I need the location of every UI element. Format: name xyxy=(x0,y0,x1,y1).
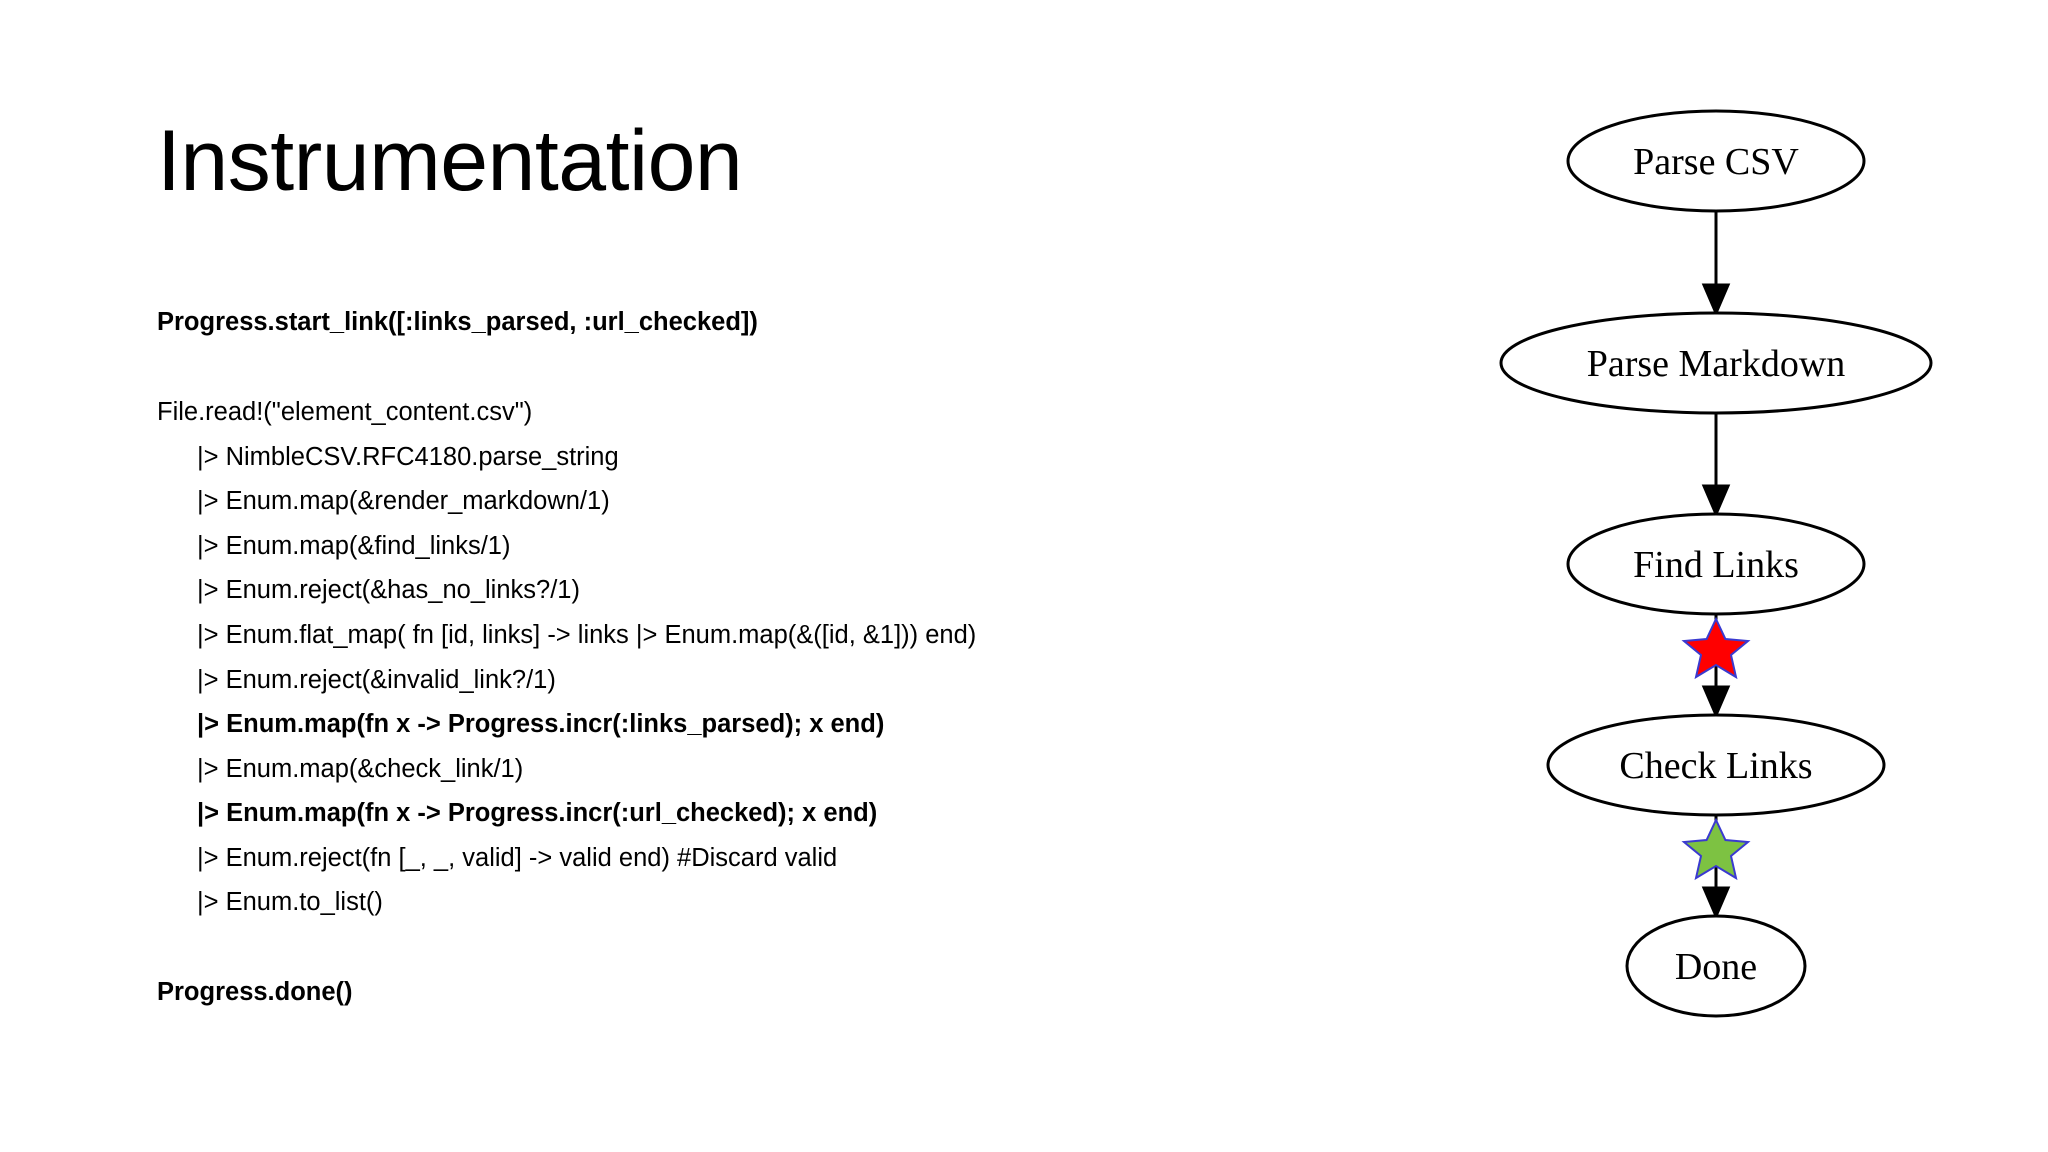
pipeline-line-links-parsed: |> Enum.map(fn x -> Progress.incr(:links… xyxy=(197,710,885,738)
node-label: Find Links xyxy=(1633,544,1799,586)
red-star-icon xyxy=(1681,616,1751,680)
flowchart-node-parse-csv: Parse CSV xyxy=(1566,109,1866,213)
arrowhead-icon xyxy=(1701,484,1731,518)
flowchart-node-check-links: Check Links xyxy=(1546,713,1886,817)
node-label: Check Links xyxy=(1619,745,1812,787)
pipeline-line: |> Enum.map(&find_links/1) xyxy=(197,532,511,560)
progress-start-line: Progress.start_link([:links_parsed, :url… xyxy=(157,308,758,336)
pipeline-line: |> Enum.map(&render_markdown/1) xyxy=(197,487,610,515)
pipeline-line: |> Enum.reject(fn [_, _, valid] -> valid… xyxy=(197,844,838,872)
node-label: Parse Markdown xyxy=(1587,343,1846,385)
pipeline-line: |> Enum.reject(&has_no_links?/1) xyxy=(197,576,580,604)
flowchart-node-done: Done xyxy=(1625,914,1807,1018)
pipeline-line: |> Enum.reject(&invalid_link?/1) xyxy=(197,666,556,694)
arrowhead-icon xyxy=(1701,685,1731,719)
pipeline-line-url-checked: |> Enum.map(fn x -> Progress.incr(:url_c… xyxy=(197,799,878,827)
pipeline-line: |> Enum.to_list() xyxy=(197,888,383,916)
arrowhead-icon xyxy=(1701,283,1731,317)
node-label: Done xyxy=(1675,946,1757,988)
file-read-line: File.read!("element_content.csv") xyxy=(157,398,533,426)
node-label: Parse CSV xyxy=(1633,141,1799,183)
pipeline-line: |> Enum.map(&check_link/1) xyxy=(197,755,524,783)
slide-title: Instrumentation xyxy=(157,113,743,209)
pipeline-line: |> NimbleCSV.RFC4180.parse_string xyxy=(197,443,619,471)
flowchart-edges xyxy=(1701,212,1731,920)
arrowhead-icon xyxy=(1701,886,1731,920)
pipeline-line: |> Enum.flat_map( fn [id, links] -> link… xyxy=(197,621,977,649)
progress-done-line: Progress.done() xyxy=(157,978,353,1006)
green-star-icon xyxy=(1681,817,1751,881)
flowchart: Parse CSV Parse Markdown Find Links Chec… xyxy=(1499,109,1933,1018)
flowchart-node-find-links: Find Links xyxy=(1566,512,1866,616)
flowchart-node-parse-markdown: Parse Markdown xyxy=(1499,311,1933,415)
